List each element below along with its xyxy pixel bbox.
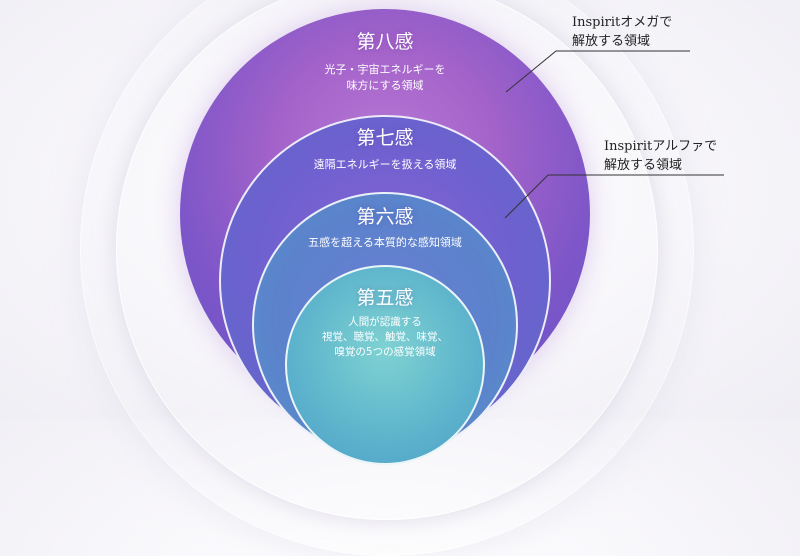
annotation-alpha: Inspiritアルファで 解放する領域 [604, 137, 717, 175]
sixth-sense-desc: 五感を超える本質的な感知領域 [235, 235, 535, 251]
seventh-sense-desc: 遠隔エネルギーを扱える領域 [235, 157, 535, 173]
annotation-omega-line-2: 解放する領域 [572, 34, 651, 49]
fifth-sense-desc-line-1: 人間が認識する [348, 316, 422, 328]
label-sixth-sense: 第六感 五感を超える本質的な感知領域 [235, 206, 535, 251]
leader-line-alpha [504, 174, 724, 219]
annotation-alpha-line-1: Inspiritアルファで [604, 139, 718, 154]
eighth-sense-desc-line-1: 光子・宇宙エネルギーを [324, 63, 446, 76]
sixth-sense-title: 第六感 [356, 206, 414, 228]
sixth-sense-desc-line-1: 五感を超える本質的な感知領域 [308, 236, 462, 249]
label-seventh-sense: 第七感 遠隔エネルギーを扱える領域 [235, 127, 535, 173]
label-eighth-sense: 第八感 光子・宇宙エネルギーを 味方にする領域 [235, 31, 535, 94]
eighth-sense-desc-line-2: 味方にする領域 [346, 79, 424, 92]
annotation-omega: Inspiritオメガで 解放する領域 [572, 13, 672, 51]
fifth-sense-title: 第五感 [356, 287, 414, 309]
annotation-alpha-line-2: 解放する領域 [604, 158, 683, 173]
fifth-sense-desc: 人間が認識する 視覚、聴覚、触覚、味覚、 嗅覚の5つの感覚領域 [235, 315, 535, 360]
fifth-sense-desc-line-3: 嗅覚の5つの感覚領域 [334, 346, 436, 358]
annotation-leaders [504, 50, 724, 219]
eighth-sense-title: 第八感 [356, 31, 414, 53]
annotation-omega-line-1: Inspiritオメガで [572, 15, 673, 30]
seventh-sense-title: 第七感 [356, 127, 414, 149]
seventh-sense-desc-line-1: 遠隔エネルギーを扱える領域 [313, 158, 457, 171]
label-fifth-sense: 第五感 人間が認識する 視覚、聴覚、触覚、味覚、 嗅覚の5つの感覚領域 [235, 287, 535, 360]
leader-line-omega [505, 50, 690, 93]
eighth-sense-desc: 光子・宇宙エネルギーを 味方にする領域 [235, 62, 535, 94]
fifth-sense-desc-line-2: 視覚、聴覚、触覚、味覚、 [322, 331, 448, 343]
